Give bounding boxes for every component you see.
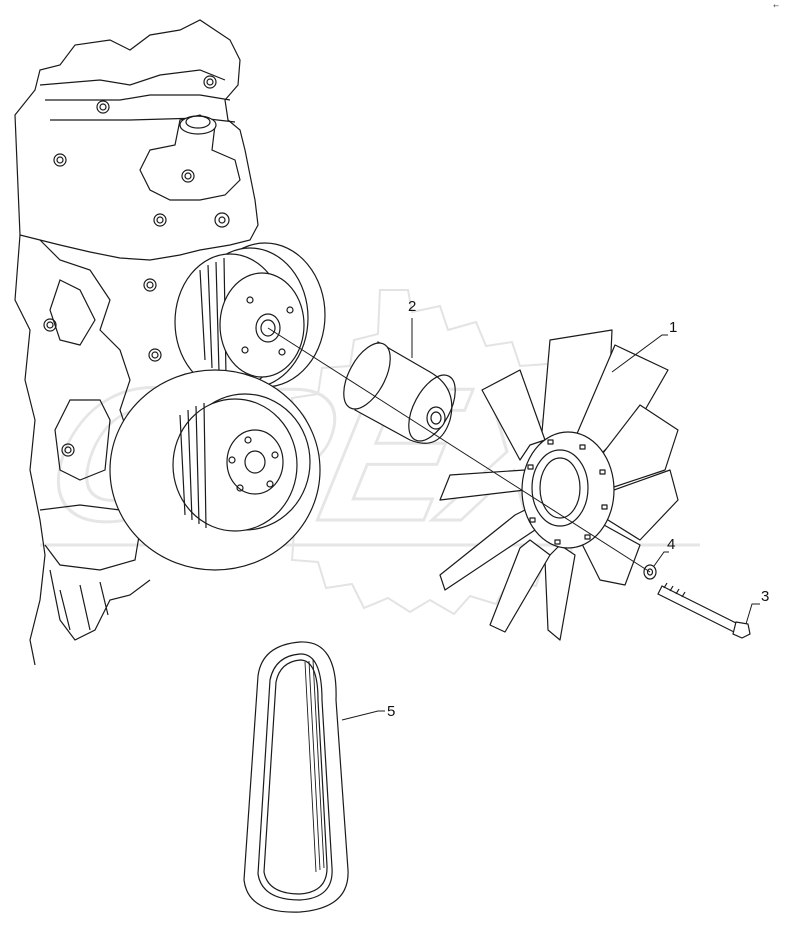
part-bolt [657,582,751,639]
leader-3 [745,603,760,625]
callout-4: 4 [667,536,676,553]
thermostat-outlet [179,115,217,135]
engine-block [14,19,326,666]
corner-mark: ← [773,2,779,10]
part-spacer [343,341,456,444]
fan-hub-bolt-holes [527,439,608,545]
part-belt [243,641,349,913]
water-pump-pulley [174,242,326,391]
leader-lines [267,318,760,721]
fan-blade [544,544,576,641]
head-bolts [43,75,230,457]
thermostat-outlet-inner [185,115,211,129]
leader-1 [611,334,668,373]
leader-5 [341,710,385,721]
callout-3: 3 [761,588,770,605]
callout-5: 5 [387,703,396,720]
engine-block-body [14,234,141,666]
callout-1: 1 [669,319,678,336]
crankshaft-pulley [109,369,321,571]
part-fan [439,329,679,641]
engine-head-detail [39,69,236,123]
leader-4 [653,551,669,567]
callout-2: 2 [408,298,417,315]
oil-pan [49,569,151,641]
fan-hub-bore [531,449,589,527]
fan-blade [489,539,551,633]
engine-top-cover [14,19,259,261]
assembly-axis-line [267,327,651,573]
